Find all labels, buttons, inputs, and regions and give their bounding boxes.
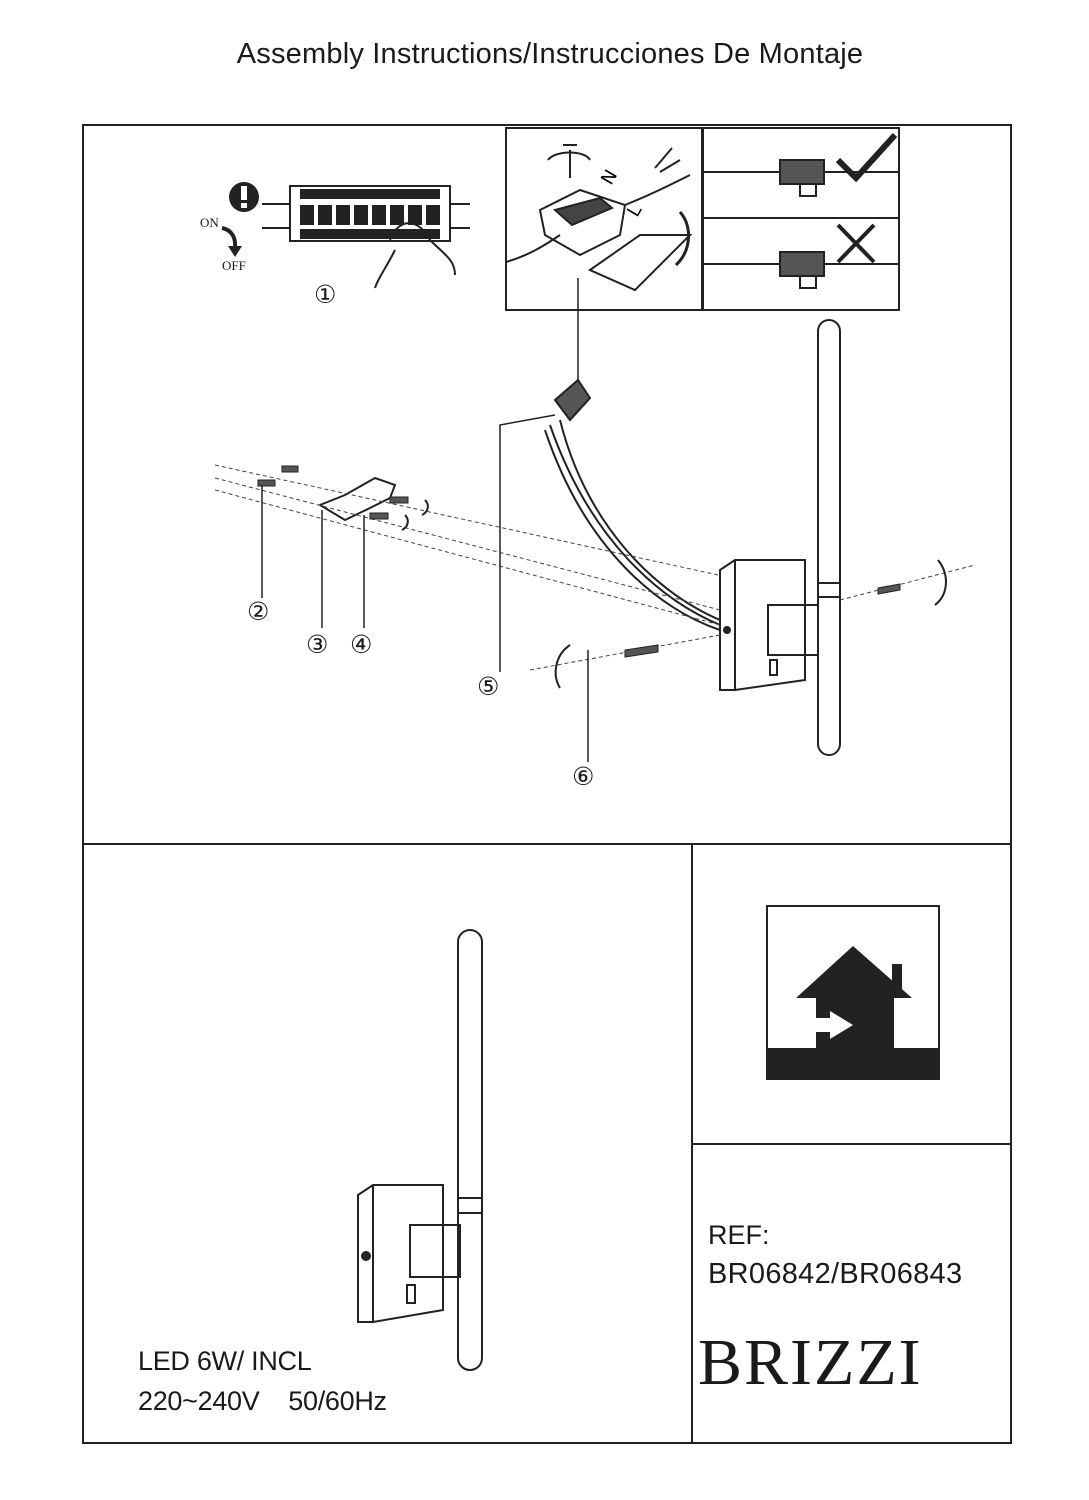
rotate-arrow-icon	[674, 210, 691, 267]
brand-logo: BRIZZI	[698, 1326, 923, 1399]
info-divider	[692, 1143, 1012, 1145]
correct-connection-drawing	[703, 159, 899, 197]
terminal-block-drawing	[505, 144, 693, 292]
step-3-marker: ③	[306, 630, 329, 659]
hand-drawing	[374, 222, 456, 289]
breaker-switches	[300, 189, 440, 239]
cross-icon	[836, 223, 876, 264]
switch-off-label: OFF	[222, 258, 246, 273]
ref-label: REF:	[708, 1220, 770, 1250]
switch-off-arrow	[221, 226, 238, 249]
neutral-label: N	[597, 166, 622, 188]
section-divider	[82, 843, 1012, 845]
dashed-guides	[214, 464, 976, 671]
exclamation-icon	[229, 182, 259, 212]
step-1-marker: ①	[314, 280, 337, 309]
power-spec: LED 6W/ INCL	[138, 1346, 312, 1376]
step-5-marker: ⑤	[477, 672, 500, 701]
switch-on-label: ON	[200, 215, 219, 230]
rotation-arrows	[401, 499, 947, 689]
page-title: Assembly Instructions/Instrucciones De M…	[236, 38, 864, 70]
step-2-marker: ②	[247, 597, 270, 626]
wall-light-assembled	[357, 929, 483, 1371]
callout-lines	[261, 278, 589, 762]
wall-light-exploded	[317, 319, 841, 756]
instructions-frame	[82, 124, 1012, 1444]
step-4-marker: ④	[350, 630, 373, 659]
checkmark-icon	[835, 132, 898, 183]
breaker-panel	[262, 185, 470, 242]
screws	[257, 465, 901, 658]
ref-code: BR06842/BR06843	[708, 1258, 963, 1290]
incorrect-connection-drawing	[703, 251, 899, 289]
live-label: L	[623, 201, 646, 220]
voltage-spec: 220~240V 50/60Hz	[138, 1386, 387, 1416]
arrow-head-icon	[228, 246, 242, 257]
step-6-marker: ⑥	[572, 762, 595, 791]
indoor-use-icon	[766, 905, 940, 1080]
